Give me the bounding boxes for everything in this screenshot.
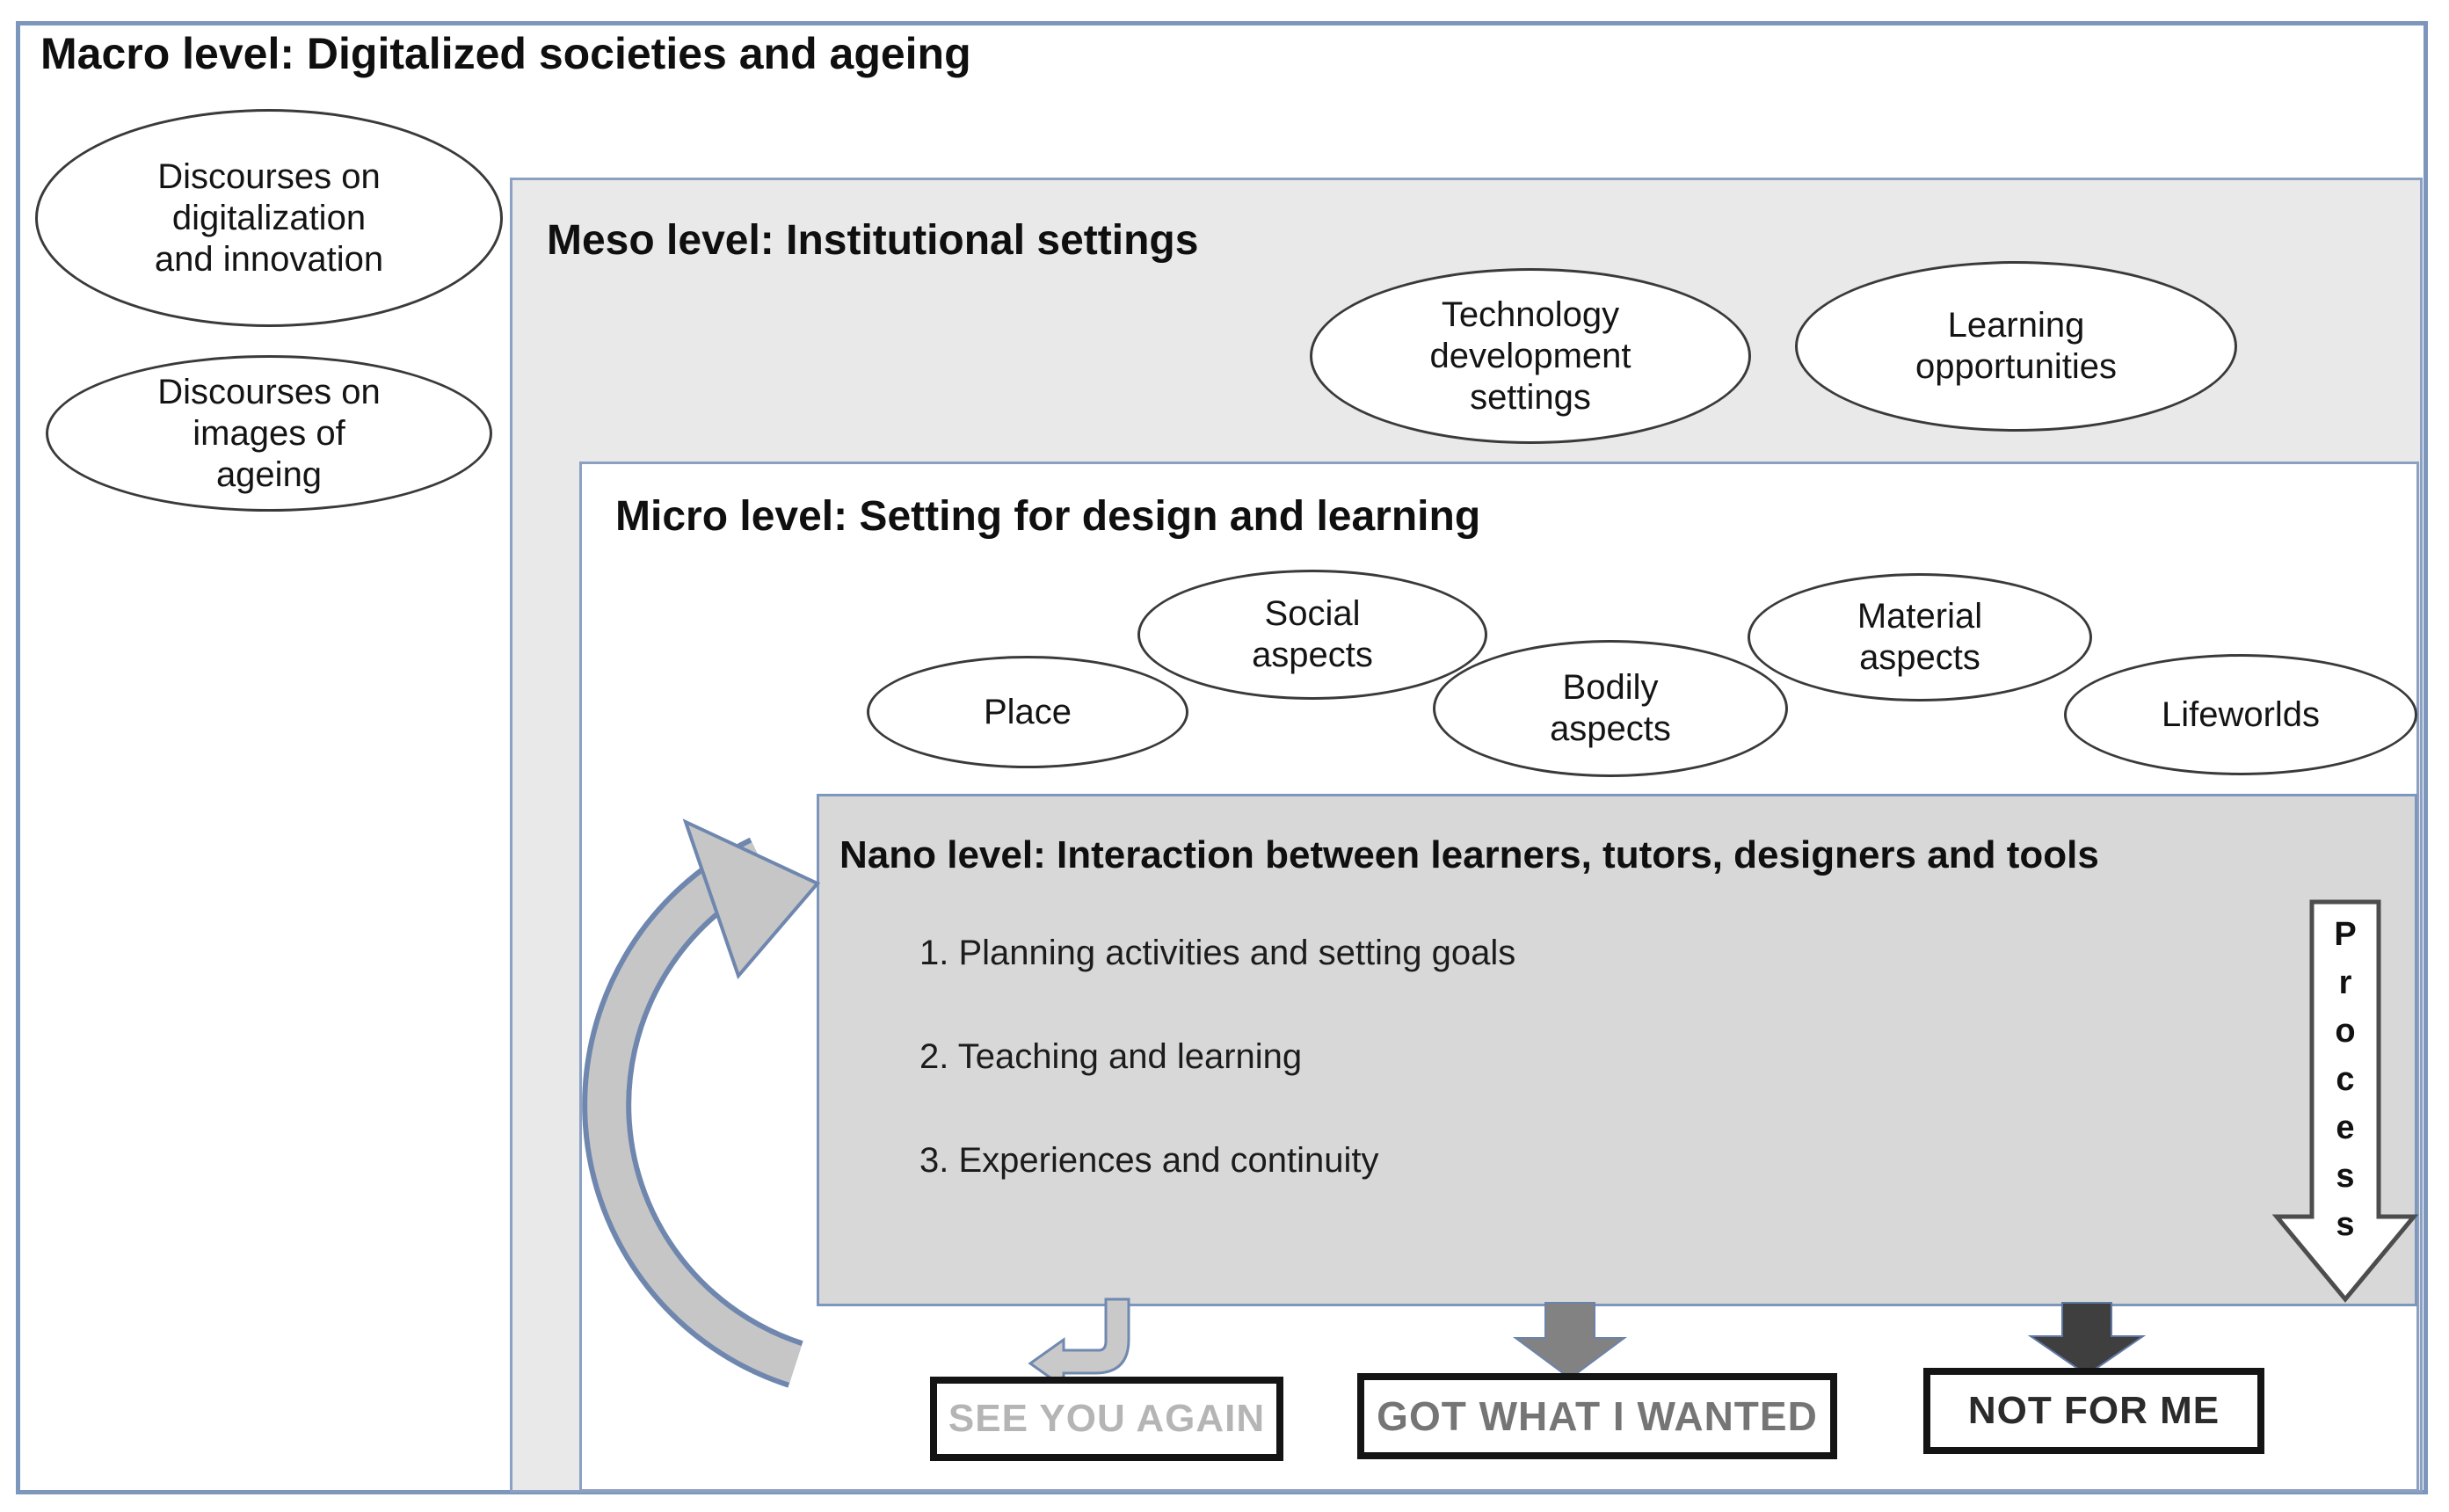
ellipse-line: Social xyxy=(1264,594,1361,633)
ellipse-line: opportunities xyxy=(1915,347,2118,386)
nano-level-box xyxy=(817,794,2417,1306)
ellipse-line: digitalization xyxy=(171,198,367,237)
outcome-box-got-what-i-wanted: GOT WHAT I WANTED xyxy=(1357,1373,1837,1459)
process-letter: c xyxy=(2336,1061,2355,1098)
process-letter: o xyxy=(2335,1013,2356,1050)
meso-level-title: Meso level: Institutional settings xyxy=(547,217,1199,264)
process-arrow-label: P r o c e s s xyxy=(2321,911,2370,1249)
ellipse-line: development xyxy=(1429,336,1631,375)
process-letter: r xyxy=(2338,964,2352,1001)
ellipse-line: and innovation xyxy=(154,239,384,279)
ellipse-line: Place xyxy=(983,692,1072,731)
ellipse-line: Technology xyxy=(1441,294,1620,334)
ellipse-discourses-ageing: Discourses on images of ageing xyxy=(46,355,492,512)
ellipse-discourses-digitalization: Discourses on digitalization and innovat… xyxy=(35,109,503,327)
ellipse-line: Bodily xyxy=(1562,668,1659,707)
ellipse-line: ageing xyxy=(215,454,323,494)
ellipse-line: Lifeworlds xyxy=(2161,694,2321,734)
nano-step-experiences: 3. Experiences and continuity xyxy=(919,1141,1379,1180)
ellipse-line: Discourses on xyxy=(157,156,381,196)
ellipse-technology-development-settings: Technology development settings xyxy=(1310,268,1751,444)
nano-level-title: Nano level: Interaction between learners… xyxy=(839,833,2099,876)
ellipse-lifeworlds: Lifeworlds xyxy=(2064,654,2417,775)
outcome-label: GOT WHAT I WANTED xyxy=(1377,1393,1818,1439)
ellipse-line: images of xyxy=(193,413,345,453)
nano-step-planning: 1. Planning activities and setting goals xyxy=(919,934,1516,972)
process-letter: s xyxy=(2336,1206,2355,1243)
ellipse-line: aspects xyxy=(1550,709,1671,748)
nano-step-teaching: 2. Teaching and learning xyxy=(919,1037,1303,1076)
outcome-box-not-for-me: NOT FOR ME xyxy=(1923,1368,2264,1454)
macro-level-title: Macro level: Digitalized societies and a… xyxy=(40,29,971,78)
outcome-label: SEE YOU AGAIN xyxy=(948,1397,1266,1440)
ellipse-material-aspects: Material aspects xyxy=(1748,573,2092,701)
ellipse-learning-opportunities: Learning opportunities xyxy=(1795,261,2237,432)
process-letter: e xyxy=(2336,1109,2355,1146)
ellipse-line: Discourses on xyxy=(157,372,381,411)
outcome-label: NOT FOR ME xyxy=(1967,1389,2220,1432)
ellipse-line: aspects xyxy=(1859,638,1980,677)
ellipse-line: aspects xyxy=(1252,636,1373,674)
ellipse-line: Material xyxy=(1857,597,1983,636)
outcome-box-see-you-again: SEE YOU AGAIN xyxy=(930,1377,1283,1461)
ellipse-bodily-aspects: Bodily aspects xyxy=(1433,640,1788,777)
ellipse-line: Learning xyxy=(1947,306,2085,345)
micro-level-title: Micro level: Setting for design and lear… xyxy=(615,493,1481,540)
ellipse-place: Place xyxy=(867,656,1188,768)
ellipse-line: settings xyxy=(1470,377,1591,417)
process-letter: P xyxy=(2334,916,2357,953)
ellipse-social-aspects: Social aspects xyxy=(1137,570,1487,700)
process-letter: s xyxy=(2336,1158,2355,1195)
